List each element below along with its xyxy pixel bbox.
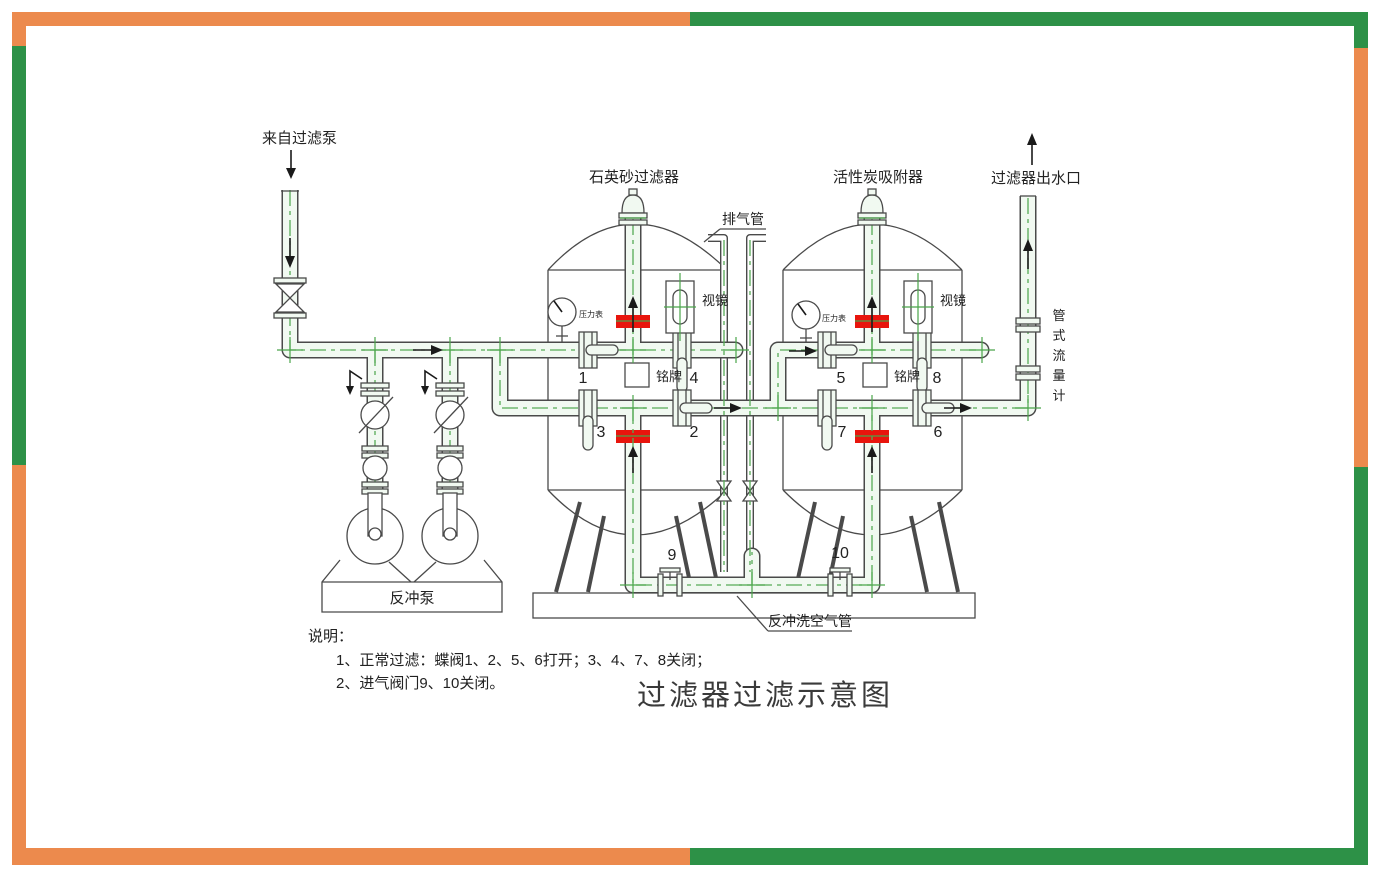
- svg-text:量: 量: [1052, 368, 1065, 383]
- svg-text:9: 9: [668, 547, 677, 564]
- svg-text:式: 式: [1052, 328, 1065, 343]
- butterfly-valve-7: [817, 389, 837, 451]
- svg-text:6: 6: [934, 424, 943, 441]
- svg-text:计: 计: [1052, 388, 1065, 403]
- butterfly-valve-2: [672, 389, 713, 427]
- drawing-title: 过滤器过滤示意图: [637, 679, 893, 712]
- label-leader-lines: [703, 228, 852, 632]
- page-frame: [12, 12, 1368, 865]
- vessel-right-label: 活性炭吸附器: [833, 169, 923, 186]
- backwash-pump-branch-2: [421, 369, 469, 495]
- svg-text:管: 管: [1052, 308, 1065, 323]
- pressure-gauge-left-label: 压力表: [579, 309, 603, 319]
- flow-arrows: [285, 133, 1037, 473]
- notes-block: 说明： 1、正常过滤：蝶阀1、2、5、6打开；3、4、7、8关闭； 2、进气阀门…: [308, 628, 711, 692]
- svg-text:8: 8: [933, 370, 942, 387]
- flow-meter-label: 管 式 流 量 计: [1052, 308, 1065, 403]
- svg-text:流: 流: [1052, 348, 1065, 363]
- butterfly-valve-3: [578, 389, 598, 451]
- valve-number-labels: 1 2 3 4 5 6 7 8 9 10: [579, 370, 943, 564]
- nameplate-left: [624, 362, 650, 388]
- notes-heading: 说明：: [308, 628, 353, 645]
- sight-glass-right: [902, 273, 934, 341]
- backwash-air-pipe-label: 反冲洗空气管: [768, 613, 852, 629]
- butterfly-valve-5: [817, 331, 858, 369]
- svg-text:1: 1: [579, 370, 588, 387]
- vessel-left-label: 石英砂过滤器: [589, 168, 679, 186]
- notes-line-1: 1、正常过滤：蝶阀1、2、5、6打开；3、4、7、8关闭；: [336, 652, 711, 669]
- pressure-gauge-right-label: 压力表: [822, 313, 846, 323]
- nameplate-left-label: 铭牌: [656, 369, 682, 384]
- svg-text:2: 2: [690, 424, 699, 441]
- notes-line-2: 2、进气阀门9、10关闭。: [336, 675, 504, 692]
- outlet-label: 过滤器出水口: [991, 170, 1081, 187]
- butterfly-valve-4: [672, 331, 692, 393]
- svg-text:7: 7: [838, 424, 847, 441]
- inlet-gate-valve: [273, 190, 307, 319]
- sight-glass-right-label: 视镜: [940, 293, 966, 308]
- air-valve-10: [827, 567, 853, 597]
- svg-text:4: 4: [690, 370, 699, 387]
- backwash-pump-label: 反冲泵: [389, 590, 434, 607]
- tube-flow-meter: [1015, 317, 1041, 381]
- centerline-cross-marks: [277, 217, 1041, 598]
- svg-text:3: 3: [597, 424, 606, 441]
- backwash-pump-branch-1: [346, 369, 394, 495]
- pressure-gauge-right: [791, 300, 821, 343]
- butterfly-valve-1: [578, 331, 619, 369]
- svg-text:5: 5: [837, 370, 846, 387]
- backwash-pumps: [321, 492, 503, 613]
- svg-text:10: 10: [831, 545, 849, 562]
- vessel-base-plate: [532, 592, 976, 619]
- vessel-top-fitting-right: [857, 188, 887, 226]
- nameplate-right: [862, 362, 888, 388]
- inlet-label: 来自过滤泵: [262, 130, 337, 147]
- nameplate-right-label: 铭牌: [894, 369, 920, 384]
- air-valve-9: [657, 567, 683, 597]
- sight-glass-left-label: 视镜: [702, 293, 728, 308]
- pressure-gauge-left: [547, 297, 577, 343]
- exhaust-pipe-label: 排气管: [722, 211, 764, 227]
- vessel-top-fitting-left: [618, 188, 648, 226]
- sight-glass-left: [664, 273, 696, 341]
